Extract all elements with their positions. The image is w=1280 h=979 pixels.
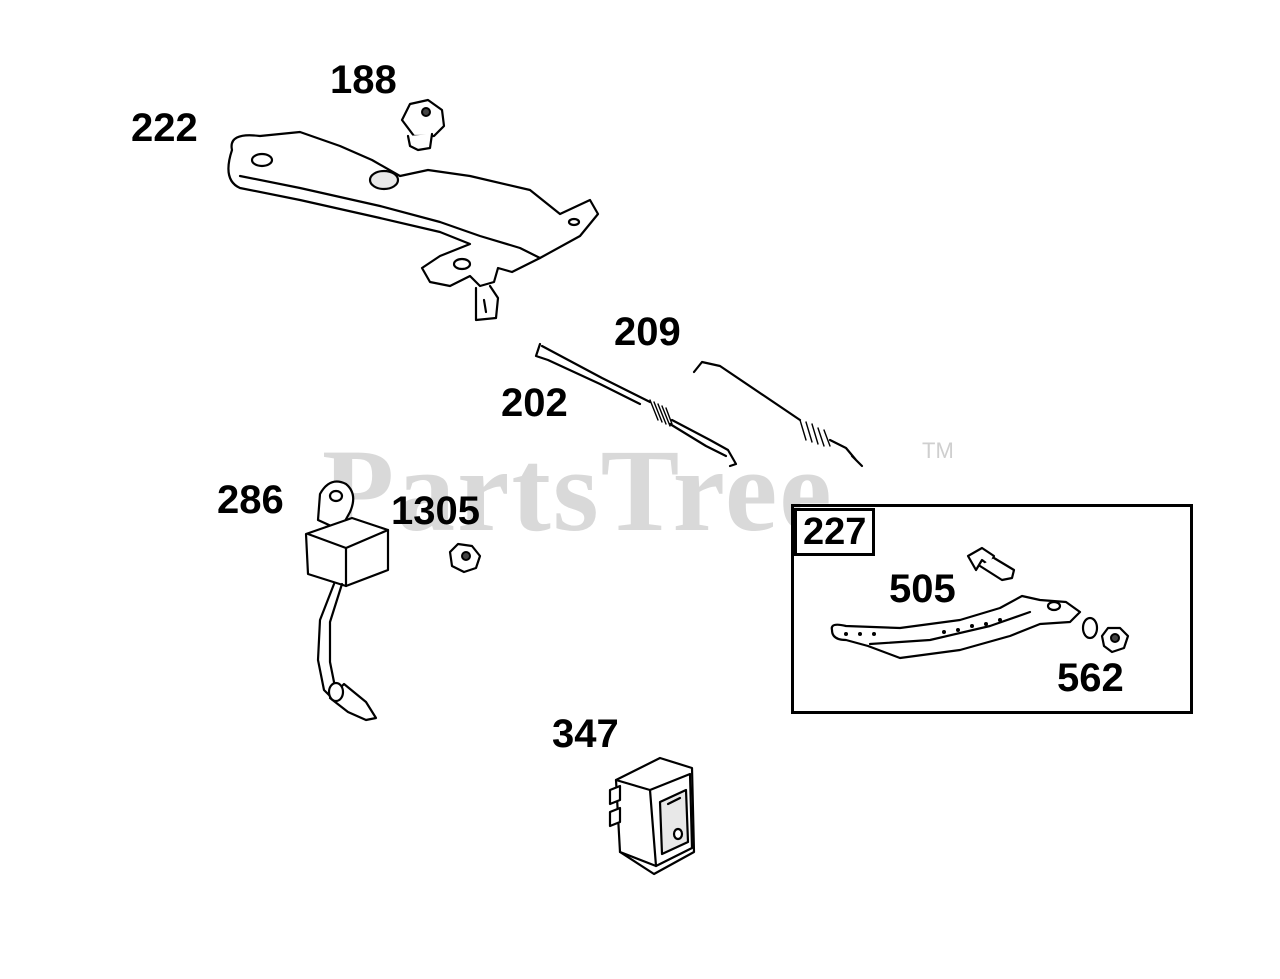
part-562-nut[interactable]	[1081, 616, 1130, 654]
part-188-bolt[interactable]	[400, 98, 446, 152]
part-222-bracket[interactable]	[227, 130, 600, 322]
part-202-link[interactable]	[534, 342, 738, 468]
callout-347[interactable]: 347	[552, 712, 619, 756]
part-286-sensor[interactable]	[304, 480, 390, 722]
part-347-rocker-switch[interactable]	[608, 756, 696, 876]
part-209-spring-rod[interactable]	[692, 360, 864, 468]
part-227-lever[interactable]	[830, 594, 1082, 660]
callout-188[interactable]: 188	[330, 58, 397, 102]
kit-227-label[interactable]: 227	[794, 508, 876, 556]
callout-505[interactable]: 505	[889, 567, 956, 611]
part-505-pin[interactable]	[966, 546, 1016, 582]
watermark: PartsTree	[322, 425, 834, 556]
callout-562[interactable]: 562	[1057, 656, 1124, 700]
part-1305-nut[interactable]	[448, 542, 482, 574]
callout-1305[interactable]: 1305	[391, 489, 480, 533]
callout-222[interactable]: 222	[131, 106, 198, 150]
kit-227-box	[791, 504, 1193, 714]
callout-209[interactable]: 209	[614, 310, 681, 354]
callout-286[interactable]: 286	[217, 478, 284, 522]
callout-202[interactable]: 202	[501, 381, 568, 425]
watermark-trademark: TM	[922, 438, 954, 463]
